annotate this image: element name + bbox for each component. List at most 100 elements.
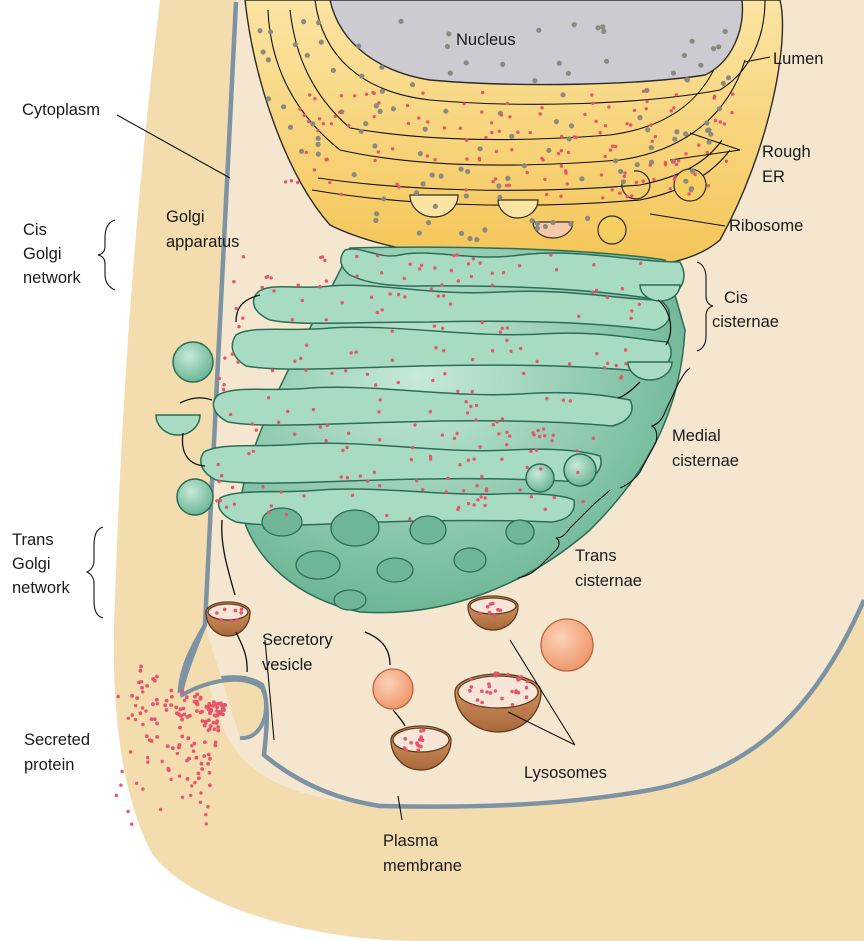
protein-dot: [225, 506, 228, 509]
secreted-protein-dot: [195, 709, 199, 713]
protein-dot: [494, 177, 497, 180]
ribosome-dot: [464, 193, 469, 198]
secreted-protein-dot: [131, 713, 134, 716]
secreted-protein-dot: [166, 744, 170, 748]
protein-dot: [323, 259, 326, 262]
protein-dot: [397, 185, 400, 188]
protein-dot: [270, 504, 273, 507]
protein-dot: [525, 695, 529, 699]
protein-dot: [303, 114, 306, 117]
protein-dot: [525, 686, 529, 690]
protein-dot: [633, 109, 636, 112]
protein-dot: [475, 484, 478, 487]
protein-dot: [437, 294, 440, 297]
protein-dot: [511, 703, 515, 707]
protein-dot: [543, 434, 546, 437]
secreted-protein-dot: [209, 724, 213, 728]
protein-dot: [285, 513, 288, 516]
ribosome-dot: [536, 28, 541, 33]
protein-dot: [462, 489, 465, 492]
protein-dot: [325, 318, 328, 321]
ribosome-dot: [497, 195, 502, 200]
protein-dot: [706, 151, 709, 154]
protein-dot: [601, 196, 604, 199]
protein-dot: [471, 390, 474, 393]
secreted-protein-dot: [189, 794, 192, 797]
ribosome-dot: [674, 129, 679, 134]
protein-dot: [603, 366, 606, 369]
protein-dot: [568, 362, 571, 365]
protein-dot: [549, 253, 552, 256]
secreted-protein-dot: [204, 813, 207, 816]
protein-dot: [581, 500, 584, 503]
secreted-protein-dot: [135, 782, 138, 785]
protein-dot: [562, 399, 565, 402]
ribosome-dot: [568, 221, 573, 226]
protein-dot: [630, 194, 633, 197]
protein-dot: [291, 318, 294, 321]
protein-dot: [604, 155, 607, 158]
ribosome-dot: [433, 204, 438, 209]
secreted-protein-dot: [195, 692, 199, 696]
protein-dot: [576, 471, 579, 474]
ribosome-dot: [459, 231, 464, 236]
protein-dot: [457, 279, 460, 282]
protein-dot: [441, 433, 444, 436]
protein-dot: [251, 422, 254, 425]
protein-dot: [684, 152, 687, 155]
protein-dot: [255, 428, 258, 431]
secreted-protein-dot: [141, 706, 144, 709]
protein-dot: [478, 612, 482, 616]
protein-dot: [731, 92, 734, 95]
protein-dot: [312, 408, 315, 411]
secreted-protein-dot: [165, 708, 169, 712]
protein-dot: [429, 457, 432, 460]
ribosome-dot: [621, 179, 626, 184]
ribosome-dot: [426, 220, 431, 225]
secreted-protein-dot: [134, 718, 137, 721]
lumen-label: Lumen: [773, 50, 823, 68]
protein-dot: [440, 283, 443, 286]
protein-dot: [607, 105, 610, 108]
protein-dot: [452, 254, 455, 257]
protein-dot: [535, 449, 538, 452]
protein-dot: [355, 255, 358, 258]
protein-dot: [623, 171, 626, 174]
protein-dot: [672, 106, 675, 109]
protein-dot: [489, 691, 493, 695]
protein-dot: [618, 192, 621, 195]
ribosome-dot: [554, 119, 559, 124]
protein-dot: [595, 352, 598, 355]
protein-dot: [318, 117, 321, 120]
secreted-protein-dot: [201, 719, 205, 723]
protein-dot: [220, 474, 223, 477]
ribosome-dot: [509, 134, 514, 139]
secreted-protein-dot: [208, 783, 212, 787]
ribosome-dot: [356, 43, 361, 48]
ribosome-dot: [671, 71, 676, 76]
protein-dot: [470, 275, 473, 278]
ribosome-dot: [557, 61, 562, 66]
protein-dot: [261, 485, 264, 488]
protein-dot: [606, 296, 609, 299]
protein-dot: [433, 324, 436, 327]
protein-dot: [301, 299, 304, 302]
ribosome-dot: [448, 71, 453, 76]
protein-dot: [651, 140, 654, 143]
secreted-protein-dot: [208, 711, 212, 715]
secreted-protein-dot: [218, 711, 222, 715]
protein-dot: [480, 701, 484, 705]
protein-dot: [500, 697, 504, 701]
secreted-protein-dot: [141, 723, 144, 726]
protein-dot: [240, 607, 244, 611]
protein-dot: [625, 122, 628, 125]
protein-dot: [426, 154, 429, 157]
protein-dot: [341, 301, 344, 304]
protein-dot: [673, 178, 676, 181]
ribosome-dot: [717, 106, 722, 111]
protein-dot: [318, 285, 321, 288]
ribosome-dot: [467, 236, 472, 241]
protein-dot: [645, 100, 648, 103]
secreted-protein-dot: [177, 746, 181, 750]
ribosome-dot: [569, 123, 574, 128]
